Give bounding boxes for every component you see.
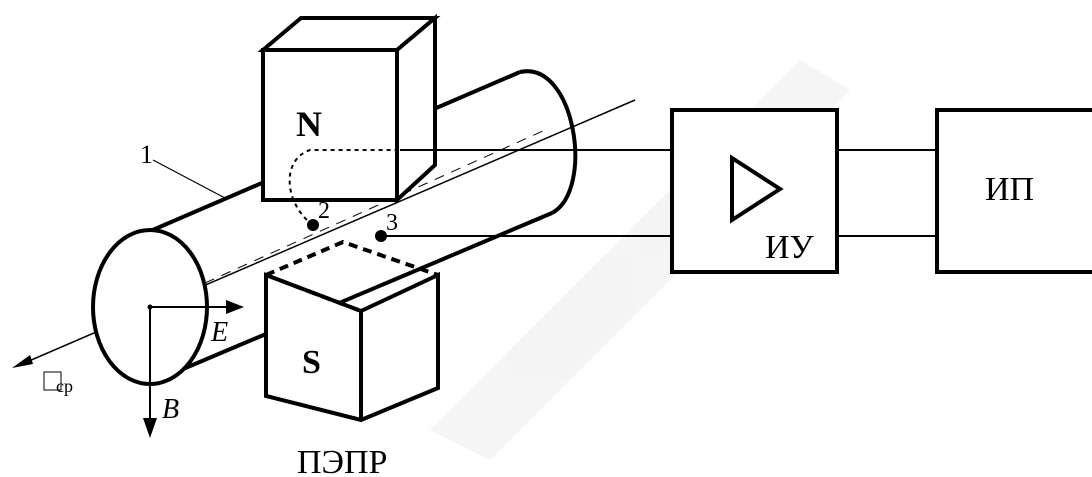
vector-origin xyxy=(147,304,153,310)
amplifier-label: ИУ xyxy=(765,229,815,266)
pipe-label-leader xyxy=(152,159,226,199)
electrode-3-label: 3 xyxy=(386,210,398,236)
electrode-2 xyxy=(307,219,319,231)
magnet-north xyxy=(257,13,441,205)
block-connections xyxy=(837,149,937,237)
magnet-north-label: N xyxy=(296,104,322,144)
triangle-amplifier-icon xyxy=(730,154,784,224)
electrode-2-label: 2 xyxy=(318,198,330,224)
velocity-symbol-box xyxy=(43,371,62,391)
electrode-wiring xyxy=(288,149,672,237)
indicator-label: ИП xyxy=(985,171,1034,208)
electrode-3 xyxy=(375,230,387,242)
sensor-label: ПЭПР xyxy=(297,444,387,477)
amplifier-block xyxy=(670,108,839,274)
pipe-label: 1 xyxy=(140,140,153,169)
field-vectors xyxy=(143,300,244,438)
vector-b-label: B xyxy=(162,394,179,425)
indicator-block xyxy=(935,108,1092,274)
vector-e-label: E xyxy=(210,317,228,348)
magnet-south-label: S xyxy=(302,344,321,381)
velocity-subscript: ср xyxy=(56,376,73,396)
magnet-south xyxy=(264,239,440,423)
pipe-centerline xyxy=(204,129,546,284)
